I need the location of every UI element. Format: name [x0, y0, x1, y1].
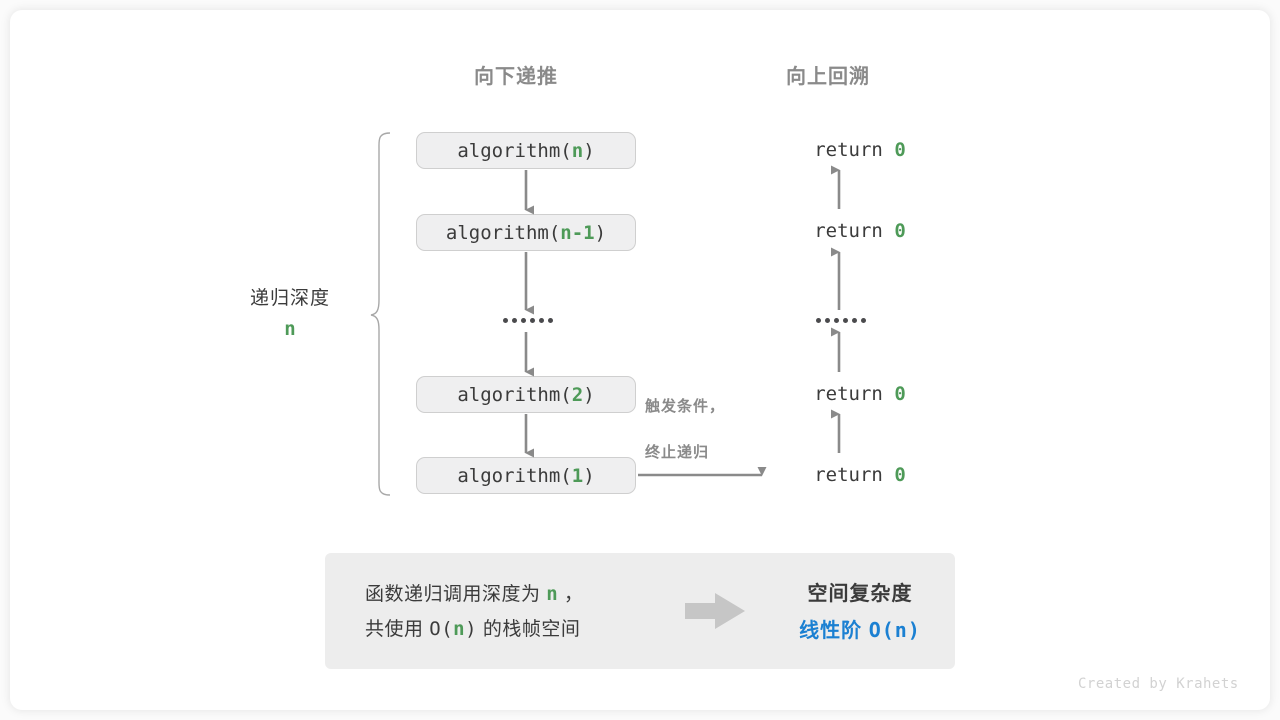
- call-box-arg: 2: [571, 383, 584, 406]
- return-keyword: return: [814, 139, 883, 161]
- return-value: 0: [894, 464, 906, 486]
- summary-result-label: 线性阶: [799, 620, 863, 642]
- return-row-2: return 0: [760, 220, 960, 242]
- dot: [834, 318, 839, 323]
- call-box-arg: 1: [571, 464, 584, 487]
- call-box-close-paren: ): [583, 139, 595, 162]
- dot: [548, 318, 553, 323]
- return-value: 0: [894, 383, 906, 405]
- call-box-close-paren: ): [583, 464, 595, 487]
- call-box-fn-name: algorithm(: [457, 464, 572, 487]
- summary-text-c: 共使用: [365, 619, 430, 640]
- summary-text-a: 函数递归调用深度为: [365, 584, 547, 605]
- summary-description: 函数递归调用深度为 n ， 共使用 O(n) 的栈帧空间: [365, 577, 584, 647]
- summary-text-b: ，: [558, 584, 584, 605]
- right-arrow-icon: [685, 593, 745, 629]
- summary-title: 空间复杂度: [807, 583, 913, 605]
- dot: [816, 318, 821, 323]
- dot: [530, 318, 535, 323]
- call-box-fn-name: algorithm(: [445, 221, 561, 244]
- summary-highlight-n: n: [546, 583, 559, 605]
- dot: [852, 318, 857, 323]
- ellipsis-right: [816, 318, 866, 323]
- column-header-upward: 向上回溯: [786, 66, 870, 88]
- column-header-downward: 向下递推: [474, 66, 558, 88]
- return-row-3: return 0: [760, 383, 960, 405]
- return-value: 0: [894, 220, 906, 242]
- call-box-n[interactable]: algorithm(n): [416, 132, 636, 169]
- return-keyword: return: [814, 220, 883, 242]
- call-box-fn-name: algorithm(: [457, 383, 572, 406]
- curly-brace-icon: [370, 132, 391, 496]
- summary-bigo-close: ): [465, 618, 478, 640]
- return-keyword: return: [814, 383, 883, 405]
- attribution-footer: Created by Krahets: [1078, 676, 1239, 692]
- ellipsis-left: [503, 318, 553, 323]
- dot: [539, 318, 544, 323]
- summary-line-2: 共使用 O(n) 的栈帧空间: [365, 612, 584, 647]
- call-box-fn-name: algorithm(: [457, 139, 572, 162]
- call-box-arg: n-1: [560, 221, 595, 244]
- dot: [861, 318, 866, 323]
- summary-result: 线性阶 O(n): [765, 611, 955, 650]
- return-keyword: return: [814, 464, 883, 486]
- summary-bigo-open: O(: [429, 618, 454, 640]
- call-box-2[interactable]: algorithm(2): [416, 376, 636, 413]
- return-value: 0: [894, 139, 906, 161]
- summary-line-1: 函数递归调用深度为 n ，: [365, 577, 584, 612]
- terminate-note-line1: 触发条件，: [645, 398, 726, 415]
- summary-result-value: O(n): [868, 618, 921, 642]
- dot: [825, 318, 830, 323]
- return-row-1: return 0: [760, 139, 960, 161]
- summary-panel: 函数递归调用深度为 n ， 共使用 O(n) 的栈帧空间 空间复杂度 线性阶 O…: [325, 553, 955, 669]
- summary-conclusion: 空间复杂度 线性阶 O(n): [765, 577, 955, 650]
- call-box-arg: n: [571, 139, 584, 162]
- depth-label-value: n: [284, 318, 296, 340]
- dot: [512, 318, 517, 323]
- summary-text-d: 的栈帧空间: [477, 619, 581, 640]
- terminate-note-line2: 终止递归: [645, 444, 710, 461]
- call-box-1[interactable]: algorithm(1): [416, 457, 636, 494]
- dot: [843, 318, 848, 323]
- call-box-close-paren: ): [594, 221, 607, 244]
- dot: [503, 318, 508, 323]
- call-box-n-minus-1[interactable]: algorithm(n-1): [416, 214, 636, 251]
- call-box-close-paren: ): [583, 383, 595, 406]
- summary-bigo-arg: n: [453, 618, 466, 640]
- dot: [521, 318, 526, 323]
- return-row-4: return 0: [760, 464, 960, 486]
- depth-label-text: 递归深度: [249, 288, 330, 309]
